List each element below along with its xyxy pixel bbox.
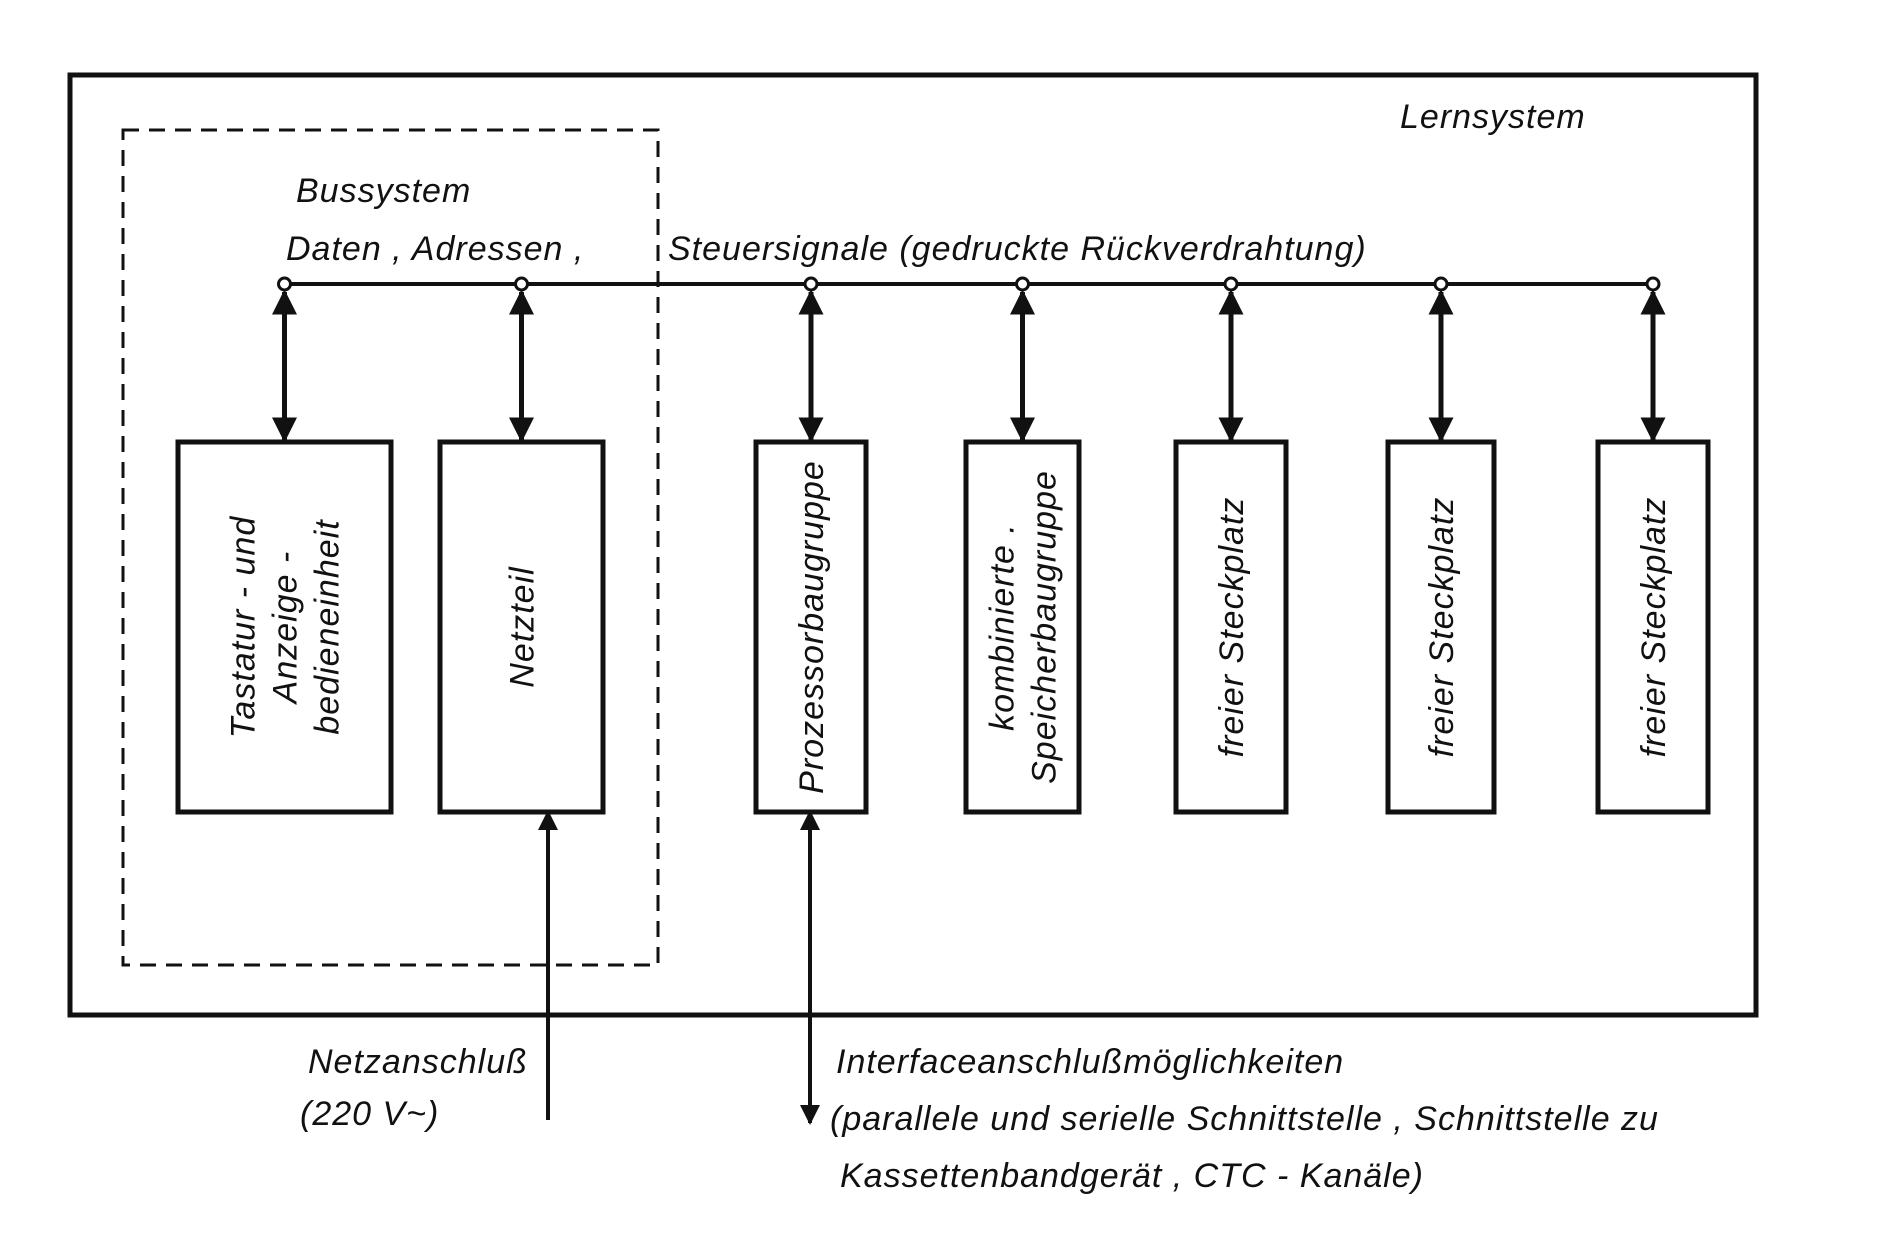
module-box: kombinierte .Speicherbaugruppe	[963, 439, 1082, 815]
module-label-line: Netzteil	[504, 566, 542, 688]
module-box: Prozessorbaugruppe	[753, 439, 869, 815]
module-label-line: kombinierte .	[984, 523, 1022, 731]
module-label-line: Prozessorbaugruppe	[793, 460, 831, 794]
module-box: freier Steckplatz	[1595, 439, 1711, 815]
bus-connectors	[272, 289, 1666, 443]
interface-label-line2: (parallele und serielle Schnittstelle , …	[830, 1100, 1659, 1138]
bus-subtitle-b: Steuersignale (gedruckte Rückverdrahtung…	[668, 230, 1367, 268]
module-box-frame	[437, 439, 606, 815]
module-label-line: freier Steckplatz	[1213, 497, 1251, 758]
module-label: Prozessorbaugruppe	[793, 460, 831, 794]
bus-node	[1223, 276, 1239, 292]
module-label: Netzteil	[504, 566, 542, 688]
bus-title: Bussystem	[296, 172, 471, 210]
interface-label-line1: Interfaceanschlußmöglichkeiten	[836, 1043, 1344, 1081]
module-label-line: Speicherbaugruppe	[1026, 470, 1064, 784]
bus-node	[1015, 276, 1030, 292]
module-label-line: bedieneinheit	[309, 519, 347, 735]
module-label: freier Steckplatz	[1423, 497, 1461, 758]
bus-subtitle-a: Daten , Adressen ,	[286, 230, 584, 268]
module-box-frame	[1173, 439, 1289, 815]
module-box: freier Steckplatz	[1385, 439, 1497, 815]
module-box-frame	[1385, 439, 1497, 815]
module-label-line: freier Steckplatz	[1635, 497, 1673, 758]
module-label: kombinierte .Speicherbaugruppe	[984, 470, 1064, 784]
system-frame	[67, 72, 1759, 1018]
bus-node	[803, 276, 819, 292]
bus-node	[277, 276, 292, 292]
bus-node	[514, 276, 529, 292]
bus-nodes	[277, 276, 1661, 292]
system-label: Lernsystem	[1400, 98, 1586, 136]
power-label-line2: (220 V~)	[300, 1095, 439, 1133]
module-label-line: Anzeige -	[267, 551, 305, 706]
module-box-frame	[175, 439, 394, 815]
module-box: Netzteil	[437, 439, 606, 815]
module-label: freier Steckplatz	[1213, 497, 1251, 758]
module-label: freier Steckplatz	[1635, 497, 1673, 758]
bus-node	[1645, 276, 1661, 292]
interface-label-line3: Kassettenbandgerät , CTC - Kanäle)	[840, 1157, 1424, 1195]
module-label-line: Tastatur - und	[225, 516, 263, 739]
module-label-line: freier Steckplatz	[1423, 497, 1461, 758]
module-box: freier Steckplatz	[1173, 439, 1289, 815]
bus-node	[1433, 276, 1449, 292]
dashed-boundary	[121, 128, 660, 967]
module-box-frame	[1595, 439, 1711, 815]
module-box-frame	[963, 439, 1082, 815]
power-label-line1: Netzanschluß	[308, 1043, 528, 1081]
